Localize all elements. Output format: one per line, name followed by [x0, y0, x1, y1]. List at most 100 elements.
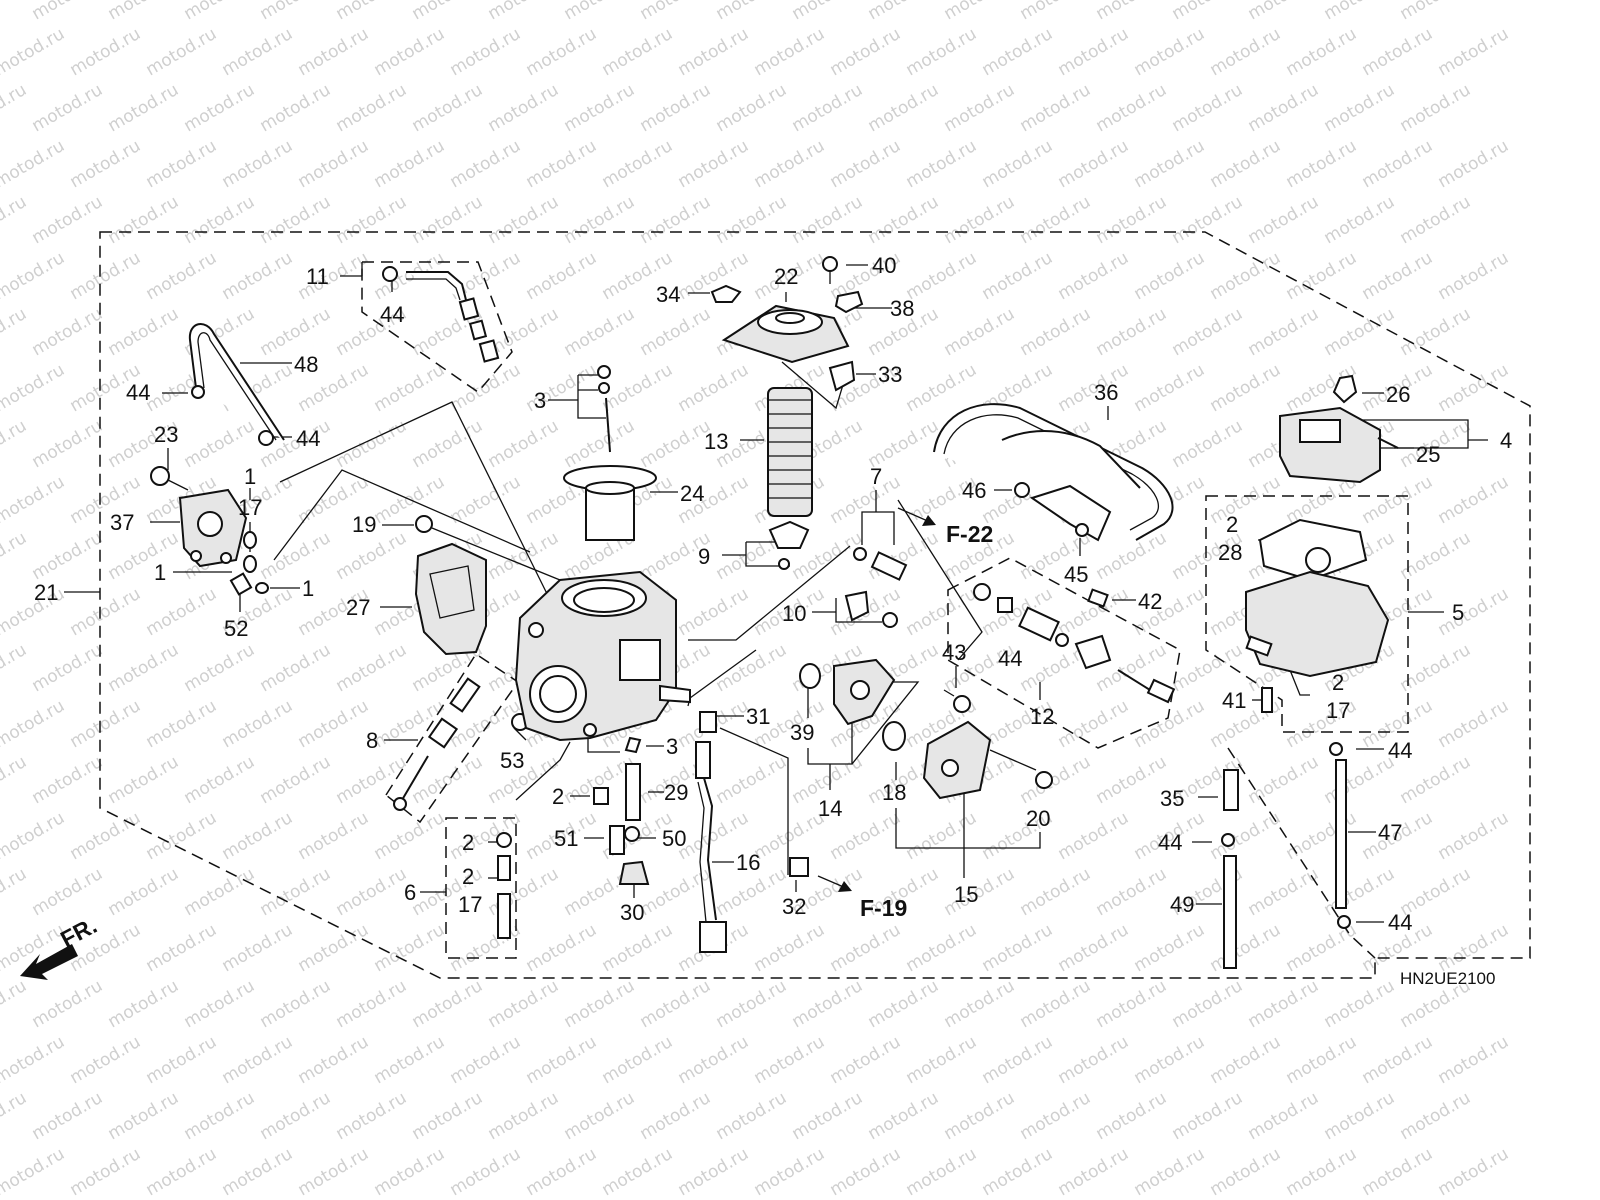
watermark-text: motod.ru: [941, 80, 1019, 136]
callout-34: 34: [656, 282, 680, 307]
screw-40: [822, 256, 838, 272]
watermark-text: motod.ru: [143, 24, 221, 80]
watermark-text: motod.ru: [903, 920, 981, 976]
watermark-text: motod.ru: [1435, 696, 1513, 752]
watermark-text: motod.ru: [0, 808, 68, 864]
watermark-text: motod.ru: [219, 248, 297, 304]
oring-39: [799, 663, 821, 689]
screw-23: [150, 466, 170, 486]
watermark-text: motod.ru: [751, 24, 829, 80]
watermark-text: motod.ru: [295, 136, 373, 192]
callout-5: 5: [1452, 600, 1464, 625]
callout-35: 35: [1160, 786, 1184, 811]
watermark-text: motod.ru: [257, 192, 335, 248]
watermark-text: motod.ru: [143, 808, 221, 864]
clip-44f: [1221, 833, 1235, 847]
watermark-text: motod.ru: [105, 752, 183, 808]
watermark-text: motod.ru: [371, 472, 449, 528]
watermark-text: motod.ru: [1435, 360, 1513, 416]
watermark-text: motod.ru: [637, 0, 715, 24]
watermark-text: motod.ru: [1397, 304, 1475, 360]
watermark-text: motod.ru: [0, 864, 30, 920]
watermark-text: motod.ru: [0, 1088, 30, 1144]
watermark-text: motod.ru: [219, 136, 297, 192]
watermark-text: motod.ru: [485, 416, 563, 472]
watermark-text: motod.ru: [1397, 640, 1475, 696]
watermark-text: motod.ru: [1321, 752, 1399, 808]
watermark-text: motod.ru: [789, 192, 867, 248]
clip-46: [1014, 482, 1030, 498]
callout-8: 8: [366, 728, 378, 753]
watermark-text: motod.ru: [181, 1088, 259, 1144]
screw-42: [1087, 588, 1109, 608]
watermark-text: motod.ru: [1017, 192, 1095, 248]
watermark-text: motod.ru: [1207, 472, 1285, 528]
watermark-text: motod.ru: [1359, 24, 1437, 80]
cover-27: [414, 542, 487, 656]
watermark-text: motod.ru: [67, 696, 145, 752]
watermark-text: motod.ru: [713, 640, 791, 696]
watermark-text: motod.ru: [1055, 1144, 1133, 1200]
watermark-text: motod.ru: [865, 976, 943, 1032]
tube-47: [1335, 759, 1347, 909]
watermark-text: motod.ru: [523, 920, 601, 976]
watermark-text: motod.ru: [485, 864, 563, 920]
watermark-text: motod.ru: [1131, 24, 1209, 80]
watermark-text: motod.ru: [333, 0, 411, 24]
watermark-text: motod.ru: [0, 416, 30, 472]
callout-15: 15: [954, 882, 978, 907]
watermark-text: motod.ru: [903, 1032, 981, 1088]
watermark-text: motod.ru: [257, 80, 335, 136]
watermark-text: motod.ru: [941, 1088, 1019, 1144]
watermark-text: motod.ru: [979, 920, 1057, 976]
watermark-text: motod.ru: [675, 136, 753, 192]
watermark-text: motod.ru: [789, 976, 867, 1032]
watermark-text: motod.ru: [1169, 304, 1247, 360]
watermark-text: motod.ru: [1207, 136, 1285, 192]
watermark-text: motod.ru: [1017, 304, 1095, 360]
watermark-text: motod.ru: [371, 696, 449, 752]
watermark-text: motod.ru: [979, 248, 1057, 304]
watermark-text: motod.ru: [409, 1088, 487, 1144]
jet-2: [593, 787, 609, 805]
callout-23: 23: [154, 422, 178, 447]
watermark-text: motod.ru: [1017, 0, 1095, 24]
watermark-text: motod.ru: [1055, 920, 1133, 976]
watermark-text: motod.ru: [675, 1032, 753, 1088]
watermark-text: motod.ru: [143, 136, 221, 192]
watermark-text: motod.ru: [257, 528, 335, 584]
watermark-text: motod.ru: [1435, 584, 1513, 640]
watermark-text: motod.ru: [257, 752, 335, 808]
watermark-text: motod.ru: [941, 864, 1019, 920]
watermark-text: motod.ru: [181, 0, 259, 24]
callout-45: 45: [1064, 562, 1088, 587]
watermark-text: motod.ru: [1169, 416, 1247, 472]
watermark-text: motod.ru: [561, 192, 639, 248]
watermark-text: motod.ru: [713, 1088, 791, 1144]
watermark-text: motod.ru: [1017, 1088, 1095, 1144]
callout-29: 29: [664, 780, 688, 805]
watermark-text: motod.ru: [447, 808, 525, 864]
clip-45: [1075, 523, 1089, 537]
watermark-text: motod.ru: [67, 136, 145, 192]
watermark-text: motod.ru: [1055, 136, 1133, 192]
watermark-text: motod.ru: [67, 1032, 145, 1088]
callout-18: 18: [882, 780, 906, 805]
watermark-text: motod.ru: [979, 1144, 1057, 1200]
watermark-text: motod.ru: [1207, 1144, 1285, 1200]
callout-17: 17: [1326, 698, 1350, 723]
watermark-text: motod.ru: [257, 976, 335, 1032]
bracket-38: [834, 290, 864, 314]
watermark-text: motod.ru: [941, 0, 1019, 24]
watermark-text: motod.ru: [599, 136, 677, 192]
watermark-text: motod.ru: [903, 1144, 981, 1200]
watermark-text: motod.ru: [713, 976, 791, 1032]
watermark-text: motod.ru: [67, 24, 145, 80]
bracket-34: [710, 284, 742, 303]
callout-44: 44: [1388, 738, 1412, 763]
group-6-outline: [445, 817, 517, 959]
watermark-text: motod.ru: [561, 976, 639, 1032]
watermark-text: motod.ru: [561, 0, 639, 24]
watermark-text: motod.ru: [0, 24, 68, 80]
watermark-text: motod.ru: [0, 696, 68, 752]
